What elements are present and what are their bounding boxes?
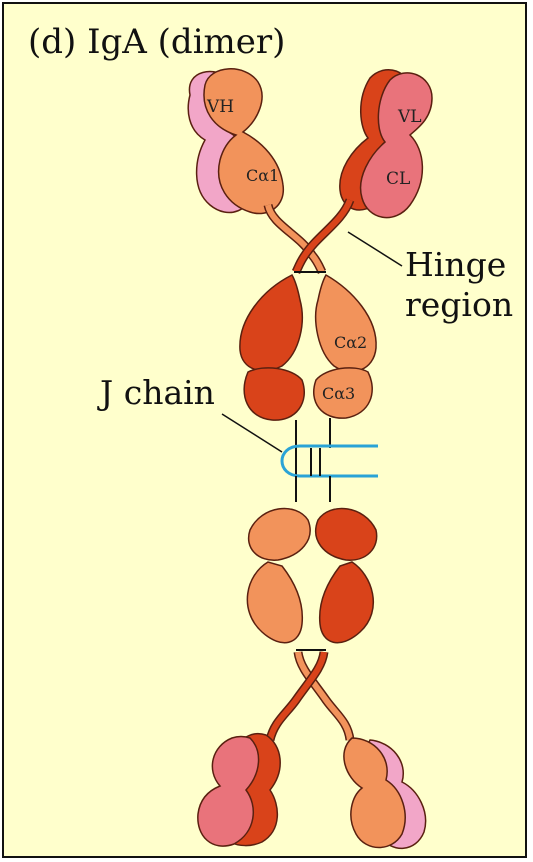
- domain-label-vh: VH: [206, 97, 234, 117]
- bottom-fc-left-ca3: [249, 509, 310, 561]
- domain-label-vl: VL: [397, 107, 422, 127]
- top-fc-left-ca2: [240, 275, 302, 371]
- domain-label-cl: CL: [386, 169, 410, 189]
- bottom-fc-right-ca2: [320, 562, 374, 643]
- hinge-strand-right-fill: [296, 200, 350, 272]
- top-fc-right-ca2: [316, 275, 376, 372]
- top-fc-left-ca3: [244, 368, 304, 420]
- domain-label-ca1: Cα1: [246, 166, 279, 185]
- domain-label-ca3: Cα3: [322, 384, 355, 403]
- hinge-pointer: [348, 232, 402, 266]
- bottom-fc-right-ca3: [316, 509, 377, 561]
- domain-label-ca2: Cα2: [334, 333, 367, 352]
- bottom-fc-left-ca2: [247, 562, 302, 643]
